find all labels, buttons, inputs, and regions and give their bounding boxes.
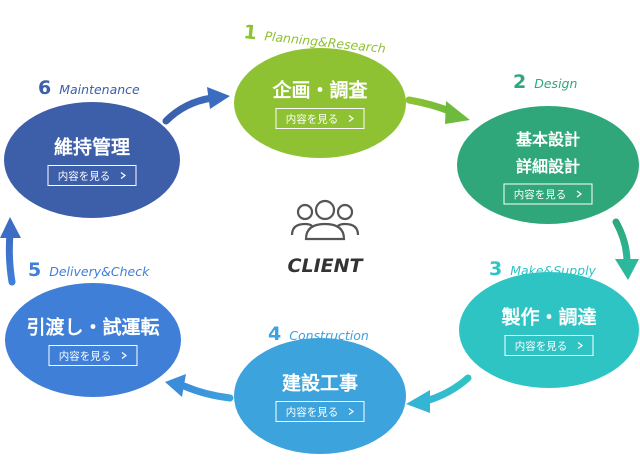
button-frame <box>47 165 137 186</box>
step-number: 6 <box>38 77 51 99</box>
arrow-make-to-construction <box>406 374 472 413</box>
step-circle <box>457 106 639 224</box>
view-details-label: 内容を見る <box>514 188 567 201</box>
step-number: 1 <box>242 21 257 44</box>
client-label: CLIENT <box>288 255 365 277</box>
step-english-label: Delivery&Check <box>49 264 150 279</box>
step-title: 企画・調査 <box>271 79 368 102</box>
step-number: 2 <box>513 71 526 93</box>
chevron-right-icon <box>576 190 582 198</box>
step-circle <box>5 283 181 397</box>
view-details-label: 内容を見る <box>515 340 568 353</box>
arrow-delivery-to-maintenance <box>0 217 21 286</box>
client-center: CLIENT <box>288 199 365 277</box>
view-details-button[interactable]: 内容を見る <box>504 335 594 356</box>
step-title: 維持管理 <box>54 136 130 159</box>
arrow-construction-to-delivery <box>165 374 234 402</box>
button-frame <box>48 345 138 366</box>
group-people-icon <box>290 199 360 241</box>
view-details-button[interactable]: 内容を見る <box>47 165 137 186</box>
step-title: 詳細設計 <box>516 157 580 176</box>
view-details-button[interactable]: 内容を見る <box>48 345 138 366</box>
chevron-right-icon <box>348 115 354 122</box>
step-english-label: Maintenance <box>59 82 140 97</box>
arrow-maintenance-to-planning <box>162 87 230 125</box>
step-number: 3 <box>489 258 502 280</box>
view-details-button[interactable]: 内容を見る <box>503 183 593 205</box>
step-english-label: Design <box>534 76 577 91</box>
step-number: 4 <box>268 323 281 345</box>
step-label: 6 Maintenance <box>38 77 140 99</box>
step-circle <box>459 272 639 388</box>
chevron-right-icon <box>120 172 126 179</box>
arrow-design-to-make <box>612 218 639 280</box>
step-circle <box>4 102 180 218</box>
step-title: 基本設計 <box>515 130 580 149</box>
step-circle <box>234 338 406 454</box>
view-details-button[interactable]: 内容を見る <box>275 108 365 129</box>
step-title: 建設工事 <box>282 372 358 395</box>
cycle-arrows <box>0 87 639 413</box>
step-circle <box>234 48 406 158</box>
chevron-right-icon <box>121 352 127 359</box>
view-details-button[interactable]: 内容を見る <box>275 401 365 422</box>
view-details-label: 内容を見る <box>286 113 339 126</box>
chevron-right-icon <box>577 342 583 349</box>
chevron-right-icon <box>348 408 354 415</box>
view-details-label: 内容を見る <box>59 350 112 363</box>
step-label: 2 Design <box>513 71 577 93</box>
view-details-label: 内容を見る <box>58 170 111 183</box>
button-frame <box>504 335 594 356</box>
step-label: 5 Delivery&Check <box>28 259 150 281</box>
arrow-planning-to-design <box>405 96 470 124</box>
view-details-label: 内容を見る <box>286 406 339 419</box>
button-frame <box>275 401 365 422</box>
button-frame <box>275 108 365 129</box>
button-frame <box>503 183 593 205</box>
step-title: 引渡し・試運転 <box>26 316 159 339</box>
step-title: 製作・調達 <box>500 306 596 329</box>
step-number: 5 <box>28 259 41 281</box>
